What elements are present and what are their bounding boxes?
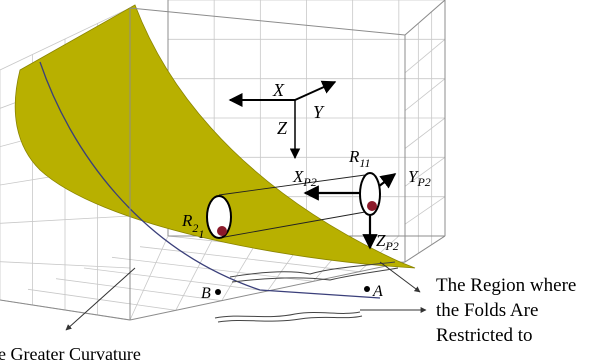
probe-z-label: ZP2 <box>376 231 399 253</box>
frame-axes: X Y Z <box>228 80 337 160</box>
point-b-dot <box>215 289 221 295</box>
grid-line <box>27 288 176 311</box>
fold-region-line1: The Region where <box>436 275 576 296</box>
grid-line <box>404 235 446 263</box>
grid-line <box>404 196 446 225</box>
fold-region-caption: The Region where the Folds Are Restricte… <box>436 275 576 346</box>
projection-lines <box>218 174 366 239</box>
greater-curvature-curve <box>39 61 381 299</box>
point-a-dot <box>364 286 370 292</box>
fold-line-lower-2 <box>217 315 363 323</box>
fold-region-line3: Restricted to <box>436 325 533 346</box>
r11-label: R11 <box>348 147 371 170</box>
grid-line <box>404 0 446 36</box>
fold-region-arrow-1 <box>379 261 421 293</box>
greater-curvature-arrow <box>65 267 136 331</box>
curved-surface <box>14 4 416 269</box>
grid-line <box>0 299 131 321</box>
grid-line <box>55 278 222 302</box>
fold-lines <box>214 261 399 323</box>
grid-line <box>404 117 446 149</box>
grid-line <box>404 78 446 111</box>
grid-line <box>139 246 360 273</box>
front-frame <box>129 7 406 320</box>
r21-point <box>217 226 227 236</box>
fold-line-upper <box>229 261 396 278</box>
grid-line <box>175 235 215 311</box>
fold-line-upper-2 <box>231 267 399 283</box>
r11-marker: R11 XP2 YP2 ZP2 <box>292 147 431 253</box>
frame-y-axis <box>294 80 337 101</box>
point-b: B <box>201 285 221 302</box>
probe-y-label: YP2 <box>408 167 431 189</box>
annotation-arrows <box>65 261 427 331</box>
point-a: A <box>364 283 383 300</box>
frame-z-label: Z <box>277 118 288 138</box>
greater-curvature-caption: e Greater Curvature <box>0 344 141 364</box>
probe-x-label: XP2 <box>292 167 317 189</box>
frame-x-label: X <box>272 80 285 100</box>
point-b-label: B <box>201 285 211 302</box>
r11-point <box>367 201 377 211</box>
fold-line-lower <box>214 311 361 319</box>
grid-line <box>404 39 446 74</box>
grid-line <box>129 235 169 321</box>
point-a-label: A <box>372 283 383 300</box>
grid-line <box>83 267 268 292</box>
r21-marker: R21 <box>181 195 232 241</box>
r21-label: R21 <box>181 211 204 241</box>
frame-y-label: Y <box>313 102 325 122</box>
fold-region-line2: the Folds Are <box>436 300 538 321</box>
grid-line <box>404 157 446 187</box>
